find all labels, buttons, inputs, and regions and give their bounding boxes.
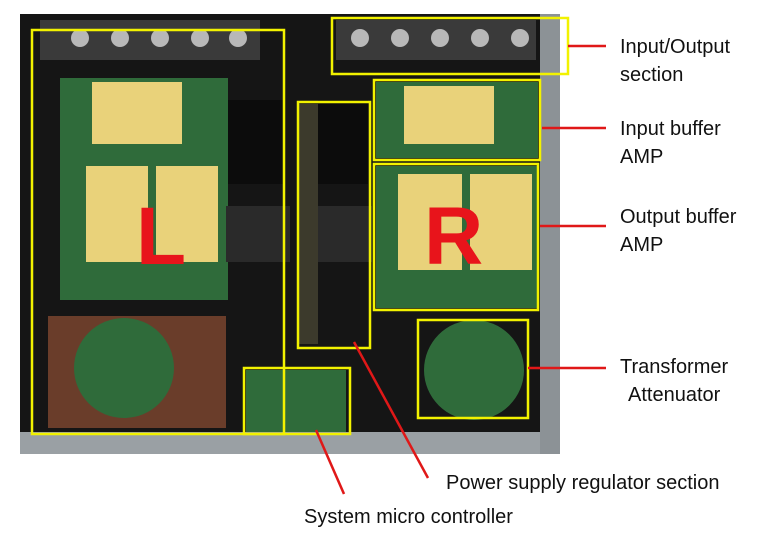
mcu-leader (314, 429, 346, 495)
right-output-module-a (398, 174, 462, 270)
io-label-line2: section (620, 64, 684, 86)
left-channel-box (30, 28, 286, 436)
mcu-label: System micro controller (304, 506, 513, 528)
right-channel-letter: R (424, 191, 484, 282)
rear-connectors-right (336, 20, 536, 60)
center-psu-board (298, 104, 318, 344)
left-channel-letter: L (136, 191, 187, 282)
inbuf-label-line2: AMP (620, 146, 664, 168)
left-input-module (92, 82, 182, 144)
psu-leader (352, 341, 430, 479)
xfmr-label-line2: Attenuator (628, 384, 721, 406)
io-label-line1: Input/Output (620, 36, 731, 58)
right-transformer-pcb (424, 320, 524, 420)
inbuf-label-line1: Input buffer (620, 118, 721, 140)
right-input-module (404, 86, 494, 144)
xfmr-label-line1: Transformer (620, 356, 729, 378)
left-transformer-pcb (74, 318, 174, 418)
mcu-board (246, 370, 346, 432)
right-heatsink (318, 100, 368, 184)
psu-label: Power supply regulator section (446, 472, 720, 494)
left-heatsink (228, 100, 284, 184)
left-capacitor (226, 206, 290, 262)
output-buffer-box (372, 162, 540, 312)
psu-box (296, 100, 372, 350)
chassis-right-wall (540, 14, 560, 454)
left-output-module-b (156, 166, 218, 262)
outbuf-label-line2: AMP (620, 234, 664, 256)
right-output-module-b (470, 174, 532, 270)
left-output-module-a (86, 166, 148, 262)
right-capacitor (316, 206, 372, 262)
chassis-bottom-lip (20, 432, 560, 454)
outbuf-label-line1: Output buffer (620, 206, 737, 228)
input-buffer-box (372, 78, 542, 162)
mcu-box (242, 366, 352, 436)
rear-connectors-left (40, 20, 260, 60)
